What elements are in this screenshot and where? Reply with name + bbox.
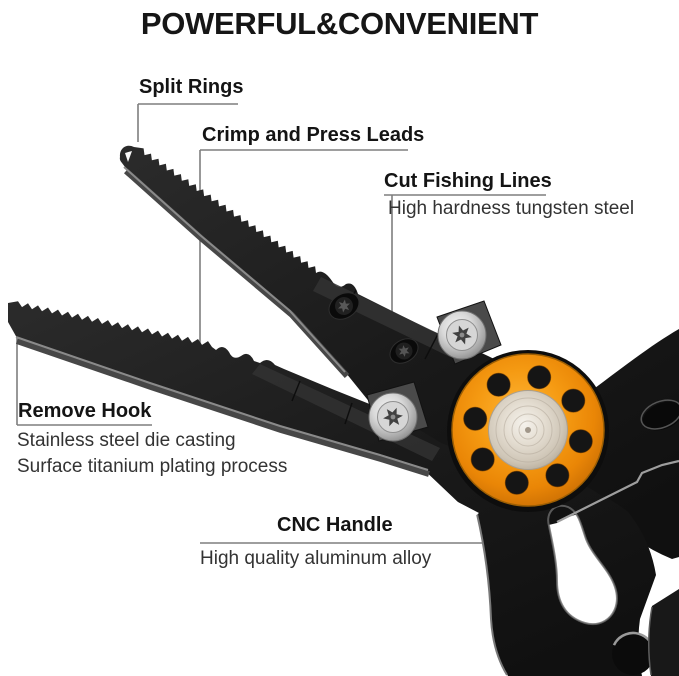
pivot-hole: [568, 429, 593, 454]
callout-cnc-handle-label: CNC Handle: [277, 514, 393, 536]
handle-round-hole: [612, 633, 654, 675]
second-handle-corner: [648, 589, 679, 676]
pivot-hole: [470, 447, 495, 472]
pivot-disc: [447, 350, 609, 512]
cutter-blades: [366, 300, 502, 442]
head-bevel-edge: [556, 459, 679, 523]
split-ring-tip-notch: [125, 151, 132, 162]
handle-round-hole-rim: [610, 631, 656, 676]
upper-handle-slot: [640, 399, 679, 431]
callout-crimp-label: Crimp and Press Leads: [202, 124, 425, 146]
lower-jaw: [8, 301, 656, 676]
pivot-machining-rings: [495, 397, 561, 463]
pivot-center-dot: [525, 427, 531, 433]
torx-screw-lower: [368, 392, 418, 442]
corner-edge-highlight: [647, 606, 653, 676]
callout-cnc-handle-desc: High quality aluminum alloy: [200, 548, 432, 569]
callout-remove-hook-desc1: Stainless steel die casting: [17, 430, 236, 451]
page-title: POWERFUL&CONVENIENT: [140, 6, 539, 41]
callout-remove-hook-desc2: Surface titanium plating process: [17, 456, 288, 477]
upper-jaw-bevel-face: [123, 168, 350, 379]
pivot-drilled-holes: [463, 365, 593, 495]
pivot-hole: [527, 365, 552, 390]
callout-cut-lines-desc: High hardness tungsten steel: [388, 198, 635, 219]
callout-cut-lines-label: Cut Fishing Lines: [384, 170, 552, 192]
lower-jaw-bevel-edge: [15, 336, 429, 471]
callout-remove-hook-label: Remove Hook: [18, 400, 152, 422]
recessed-screw-upper: [328, 292, 360, 320]
handle-left-edge-highlight: [476, 513, 508, 676]
pivot-hole: [486, 372, 511, 397]
torx-screw-upper: [437, 310, 487, 360]
pivot-hole: [463, 406, 488, 431]
recessed-screw-lower: [389, 338, 419, 364]
lower-jaw-bevel-face: [16, 338, 430, 477]
pivot-hole: [545, 463, 570, 488]
pivot-hole: [561, 388, 586, 413]
pivot-hole: [504, 470, 529, 495]
lower-body-seams: [291, 380, 353, 425]
upper-jaw-bevel-edge: [123, 166, 346, 373]
callout-split-rings-label: Split Rings: [139, 76, 244, 98]
teardrop-cutout-rim: [547, 504, 618, 626]
callout-lines: [16, 103, 546, 544]
handle-gap-notch: [456, 501, 479, 527]
